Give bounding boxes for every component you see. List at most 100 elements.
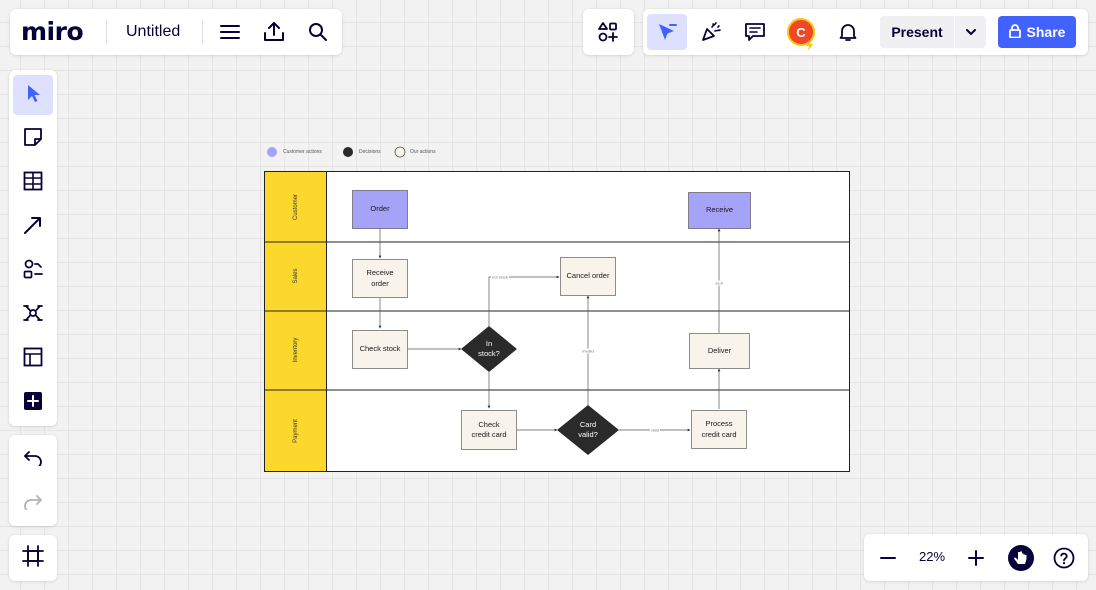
edge-label-valid: valid <box>649 427 661 433</box>
node-receive-order-label: Receive order <box>366 268 394 288</box>
present-divider <box>954 16 955 48</box>
select-tool[interactable] <box>13 75 53 115</box>
mind-map-tool[interactable] <box>13 295 53 335</box>
party-popper-icon <box>700 21 722 43</box>
history-panel <box>9 435 57 526</box>
present-button-group: Present <box>880 16 986 48</box>
layout-template-icon <box>23 347 43 372</box>
comments-button[interactable] <box>737 14 773 50</box>
plus-square-icon <box>23 391 43 416</box>
templates-tool[interactable] <box>13 339 53 379</box>
node-deliver-label: Deliver <box>707 345 732 355</box>
legend-swatch-decisions <box>343 147 353 157</box>
collaboration-panel: C Present Share <box>643 9 1088 55</box>
share-button[interactable]: Share <box>998 16 1076 48</box>
miro-logo[interactable]: miro <box>21 17 84 46</box>
apps-button[interactable] <box>590 14 626 50</box>
edge-label-sent: sent <box>714 280 724 286</box>
node-in-stock-label: In stock? <box>478 338 500 358</box>
node-check-credit-card-shape[interactable] <box>461 410 517 450</box>
help-button[interactable] <box>1046 540 1082 576</box>
header-divider <box>202 20 203 44</box>
lane-label-sales: Sales <box>293 268 299 284</box>
node-process-credit-card-label: Process credit card <box>701 419 737 439</box>
legend-label-decisions: Decisions <box>359 149 381 155</box>
table-icon <box>23 171 43 196</box>
cursor-arrow-icon <box>24 83 42 108</box>
undo-icon <box>23 450 43 471</box>
node-card-valid-shape[interactable] <box>557 405 619 455</box>
present-options-button[interactable] <box>955 16 986 48</box>
shapes-plus-icon <box>597 21 619 43</box>
arrow-line-icon <box>23 215 43 240</box>
node-deliver-shape[interactable] <box>689 333 750 369</box>
legend-swatch-our-actions <box>394 146 406 158</box>
edge-label-invalid: invalid <box>581 348 595 354</box>
cursor-visibility-button[interactable] <box>647 14 687 50</box>
zoom-panel: 22% <box>864 534 1088 581</box>
mind-map-icon <box>22 302 44 329</box>
cursor-arrow-icon <box>656 21 678 43</box>
redo-button[interactable] <box>13 484 53 524</box>
search-icon <box>308 22 328 42</box>
zoom-out-button[interactable] <box>870 540 906 576</box>
lane-label-payment: Payment <box>293 419 299 443</box>
board-title[interactable]: Untitled <box>126 23 181 40</box>
sticky-note-tool[interactable] <box>13 119 53 159</box>
present-button[interactable]: Present <box>891 24 943 40</box>
search-button[interactable] <box>300 14 336 50</box>
plus-icon <box>968 550 984 566</box>
zoom-level[interactable]: 22% <box>918 549 946 564</box>
lock-icon <box>1008 23 1021 41</box>
node-receive-shape[interactable] <box>688 192 751 229</box>
shapes-tool[interactable] <box>13 251 53 291</box>
redo-icon <box>23 494 43 515</box>
minus-icon <box>880 550 896 566</box>
node-cancel-order-shape[interactable] <box>560 257 616 296</box>
frames-panel <box>9 535 57 581</box>
node-check-stock-shape[interactable] <box>352 330 408 369</box>
notifications-button[interactable] <box>830 14 866 50</box>
table-tool[interactable] <box>13 163 53 203</box>
node-cancel-order-label: Cancel order <box>566 271 610 281</box>
node-card-valid-label: Card valid? <box>578 419 598 439</box>
chevron-down-icon <box>965 23 976 41</box>
sticky-note-icon <box>23 127 43 152</box>
more-tools-button[interactable] <box>13 383 53 423</box>
edge-label-no-stock: not stock <box>490 274 510 280</box>
hand-tool-button[interactable] <box>1003 540 1039 576</box>
lane-label-inventory: Inventory <box>293 337 299 363</box>
node-process-credit-card-shape[interactable] <box>691 410 747 449</box>
lightning-badge-icon <box>806 39 813 51</box>
edge-in-stock-to-cancel-order[interactable] <box>488 275 560 326</box>
legend-label-customer: Customer actions <box>283 149 322 155</box>
legend-swatch-customer <box>267 147 277 157</box>
frame-icon <box>22 544 44 572</box>
undo-button[interactable] <box>13 440 53 480</box>
node-check-credit-card-label: Check credit card <box>471 419 507 439</box>
export-button[interactable] <box>256 14 292 50</box>
share-label: Share <box>1026 24 1066 40</box>
main-menu-button[interactable] <box>212 14 248 50</box>
zoom-in-button[interactable] <box>958 540 994 576</box>
connection-line-tool[interactable] <box>13 207 53 247</box>
lane-label-customer: Customer <box>293 193 299 221</box>
frames-button[interactable] <box>13 538 53 578</box>
comment-icon <box>744 22 766 42</box>
node-order-shape[interactable] <box>352 190 408 229</box>
shapes-connect-icon <box>22 258 44 285</box>
node-order-label: Order <box>370 204 390 214</box>
lane-header-column <box>264 171 327 472</box>
node-in-stock-shape[interactable] <box>461 326 517 372</box>
node-receive-order-shape[interactable] <box>352 259 408 298</box>
creation-toolbar <box>9 70 57 426</box>
reactions-button[interactable] <box>693 14 729 50</box>
help-circle-icon <box>1053 547 1075 569</box>
header-divider <box>106 20 107 44</box>
hand-pointer-icon <box>1007 544 1035 572</box>
legend-label-our-actions: Our actions <box>410 149 436 155</box>
board-header-panel: miro Untitled <box>10 9 342 55</box>
apps-panel <box>583 9 634 55</box>
bell-icon <box>838 22 858 42</box>
